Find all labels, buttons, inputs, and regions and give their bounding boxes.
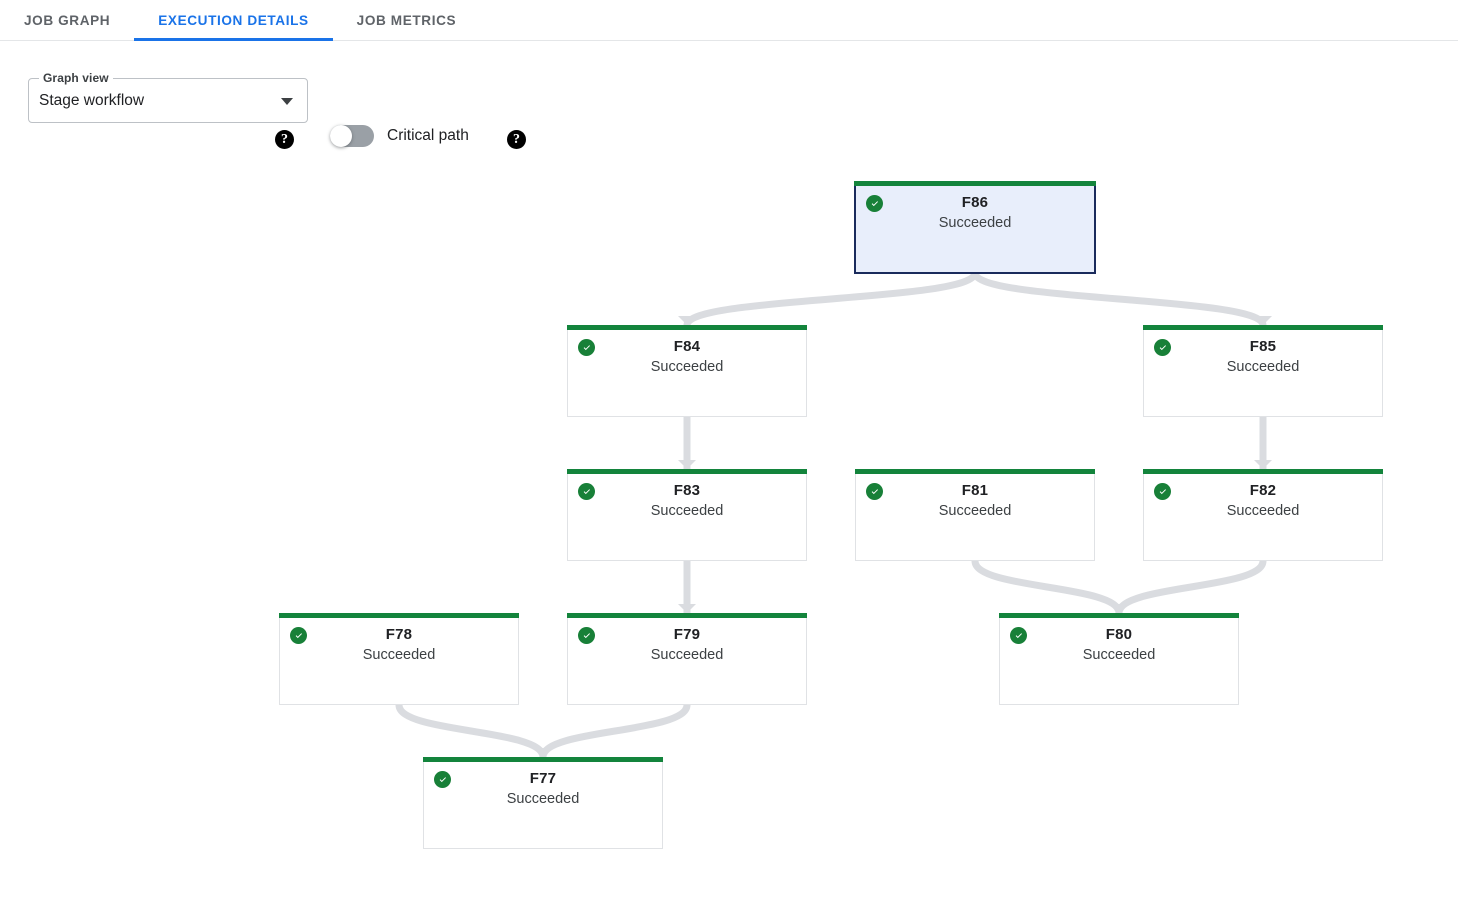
check-circle-icon <box>1154 339 1171 356</box>
graph-edge-arrow <box>678 316 696 325</box>
check-circle-icon <box>1154 483 1171 500</box>
help-glyph: ? <box>281 131 288 147</box>
node-status-bar <box>567 469 807 474</box>
node-status: Succeeded <box>1226 359 1300 375</box>
check-circle-icon <box>866 483 883 500</box>
graph-view-select[interactable]: Graph view Stage workflow <box>28 71 308 123</box>
node-status: Succeeded <box>362 647 436 663</box>
graph-edge-arrow <box>678 460 696 469</box>
node-id: F83 <box>673 482 701 499</box>
node-id: F82 <box>1249 482 1277 499</box>
help-glyph: ? <box>513 131 520 147</box>
node-status-bar <box>854 181 1096 186</box>
check-circle-icon <box>578 339 595 356</box>
node-status: Succeeded <box>938 503 1012 519</box>
node-status: Succeeded <box>938 215 1012 231</box>
critical-path-control: Critical path <box>330 125 469 147</box>
graph-edge-f86-to-f84 <box>683 269 979 329</box>
graph-edge-f82-to-f80 <box>1115 557 1267 617</box>
check-circle-icon <box>290 627 307 644</box>
check-circle-icon <box>1010 627 1027 644</box>
node-status: Succeeded <box>506 791 580 807</box>
node-id: F79 <box>673 626 701 643</box>
graph-edge-f78-to-f77 <box>395 701 547 761</box>
node-status-bar <box>567 325 807 330</box>
check-circle-icon <box>866 195 883 212</box>
check-circle-icon <box>578 627 595 644</box>
node-status: Succeeded <box>650 503 724 519</box>
check-circle-icon <box>434 771 451 788</box>
help-circle-icon-critical-path[interactable]: ? <box>507 130 526 149</box>
graph-edge-arrow <box>534 748 552 757</box>
critical-path-toggle[interactable] <box>330 125 374 147</box>
tab-job-metrics-label: JOB METRICS <box>356 12 457 28</box>
critical-path-label: Critical path <box>387 127 469 144</box>
node-id: F85 <box>1249 338 1277 355</box>
graph-edge-arrow <box>1254 460 1272 469</box>
tab-job-metrics[interactable]: JOB METRICS <box>333 0 481 40</box>
tab-job-graph[interactable]: JOB GRAPH <box>0 0 134 40</box>
node-status: Succeeded <box>1226 503 1300 519</box>
node-id: F80 <box>1105 626 1133 643</box>
tab-execution-details-label: EXECUTION DETAILS <box>158 12 309 28</box>
graph-edge-arrow <box>678 604 696 613</box>
graph-edge-f79-to-f77 <box>539 701 691 761</box>
node-status-bar <box>567 613 807 618</box>
help-circle-icon-graph-view[interactable]: ? <box>275 130 294 149</box>
node-id: F84 <box>673 338 701 355</box>
node-status: Succeeded <box>650 359 724 375</box>
graph-view-selected-value: Stage workflow <box>39 91 145 109</box>
tab-job-graph-label: JOB GRAPH <box>24 12 111 28</box>
node-status-bar <box>1143 469 1383 474</box>
tab-bar: JOB GRAPH EXECUTION DETAILS JOB METRICS <box>0 0 1458 41</box>
graph-edge-arrow <box>1110 604 1128 613</box>
graph-edge-arrow <box>1254 316 1272 325</box>
graph-toolbar: Graph view Stage workflow ? Critical pat… <box>0 41 1458 149</box>
node-status-bar <box>855 469 1095 474</box>
node-status-bar <box>999 613 1239 618</box>
node-id: F77 <box>529 770 557 787</box>
chevron-down-icon[interactable] <box>281 97 293 105</box>
node-status-bar <box>279 613 519 618</box>
node-id: F78 <box>385 626 413 643</box>
tab-execution-details[interactable]: EXECUTION DETAILS <box>134 0 334 41</box>
graph-edge-layer <box>395 269 1272 761</box>
node-status: Succeeded <box>650 647 724 663</box>
node-id: F86 <box>961 194 989 211</box>
node-status-bar <box>1143 325 1383 330</box>
graph-edge-f86-to-f85 <box>971 269 1267 329</box>
node-status-bar <box>423 757 663 762</box>
node-id: F81 <box>961 482 989 499</box>
graph-view-legend: Graph view <box>39 71 113 85</box>
toggle-knob <box>330 125 352 147</box>
check-circle-icon <box>578 483 595 500</box>
node-status: Succeeded <box>1082 647 1156 663</box>
graph-edge-f81-to-f80 <box>971 557 1123 617</box>
